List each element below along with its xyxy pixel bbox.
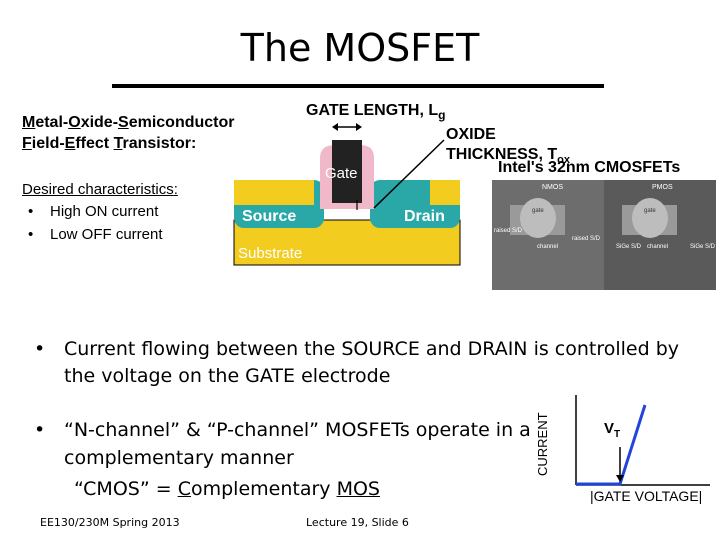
tem-photo: NMOS PMOS gate gate raised S/D raised S/…: [492, 180, 716, 290]
pmos-label: PMOS: [652, 184, 673, 191]
graph-x-label: |GATE VOLTAGE|: [590, 488, 703, 504]
oxide-label-line2: THICKNESS, Tox: [446, 146, 570, 167]
oxide-label-line1: OXIDE: [446, 126, 496, 143]
substrate-label: Substrate: [238, 245, 302, 262]
cmos-definition: “CMOS” = Complementary MOS: [74, 478, 380, 500]
sige-sd-label-2: SiGe S/D: [690, 244, 716, 250]
oxide-pointer: [373, 139, 445, 209]
drain-label: Drain: [404, 208, 445, 225]
desired-item-2: •Low OFF current: [28, 226, 163, 243]
source-label: Source: [242, 208, 296, 225]
iv-curve: [576, 404, 647, 486]
nmos-label: NMOS: [542, 184, 563, 191]
raised-sd-label-1: raised S/D: [494, 228, 523, 234]
desired-heading: Desired characteristics:: [22, 181, 178, 198]
sige-sd-label-1: SiGe S/D: [616, 244, 642, 250]
gate-oxide: [320, 203, 374, 209]
photo-gate-label-1: gate: [532, 208, 544, 214]
intel-caption: Intel's 32nm CMOSFETs: [498, 159, 681, 176]
bullet-current-flow: •Current flowing between the SOURCE and …: [34, 338, 680, 387]
desired-item-1: •High ON current: [28, 203, 159, 220]
drain-contact: [430, 180, 460, 205]
channel-label-2: channel: [647, 244, 668, 250]
vt-label: VT: [604, 420, 621, 440]
vt-arrowhead: [616, 475, 624, 482]
acronym-line-2: Field-Effect Transistor:: [22, 135, 197, 152]
bullet-complementary: •“N-channel” & “P-channel” MOSFETs opera…: [34, 419, 531, 469]
title-underline: [112, 84, 604, 88]
raised-sd-label-2: raised S/D: [572, 236, 601, 242]
iv-graph: [575, 395, 710, 486]
gate-electrode: [332, 140, 362, 203]
acronym-line-1: Metal-Oxide-Semiconductor: [22, 114, 235, 131]
photo-gate-label-2: gate: [644, 208, 656, 214]
gate-length-label: GATE LENGTH, Lg: [306, 102, 446, 123]
gate-label: Gate: [325, 165, 358, 182]
footer-course: EE130/230M Spring 2013: [40, 516, 180, 529]
channel-label-1: channel: [537, 244, 558, 250]
source-contact: [234, 180, 314, 205]
mosfet-diagram: Gate Source Drain Substrate: [233, 123, 461, 266]
footer-lecture: Lecture 19, Slide 6: [306, 516, 409, 529]
gate-length-arrowhead-right: [356, 123, 362, 131]
gate-length-arrowhead-left: [332, 123, 338, 131]
slide-title: The MOSFET: [240, 26, 480, 70]
